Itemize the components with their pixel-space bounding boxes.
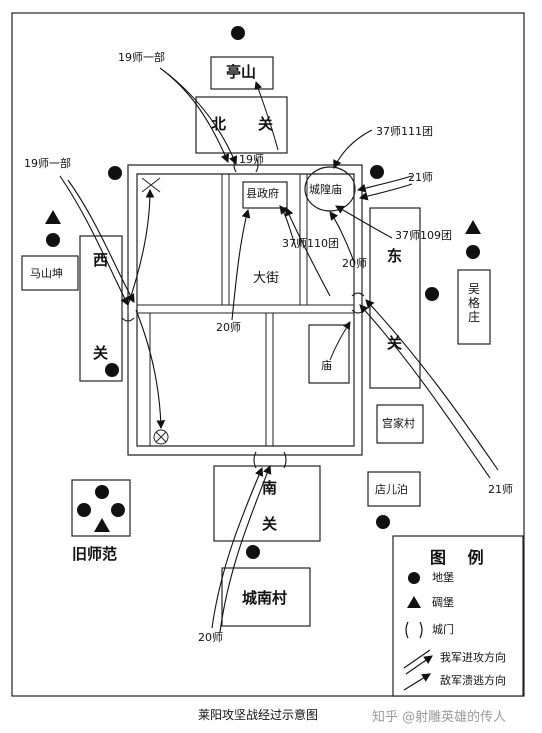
beiguan-block <box>195 96 288 154</box>
legend-retreat-icon <box>403 673 431 691</box>
gate-south <box>253 451 287 469</box>
unit-19-west: 19师一部 <box>24 157 71 170</box>
bunker-4 <box>46 233 60 247</box>
label-xiguan-1: 西 <box>93 251 109 269</box>
label-gongjiacun: 宫家村 <box>382 417 415 430</box>
watermark: 知乎 @射雕英雄的传人 <box>372 710 507 725</box>
miao-block <box>308 324 350 384</box>
blockhouse-2 <box>465 220 481 234</box>
legend-label-retreat: 敌军溃逃方向 <box>440 674 506 687</box>
unit-19-north: 19师一部 <box>118 51 165 64</box>
bunker-8 <box>376 515 390 529</box>
arrow-19-west <box>59 175 129 306</box>
label-mashankun: 马山坤 <box>30 267 63 280</box>
label-miao: 庙 <box>321 359 332 372</box>
unit-37-110: 37师110团 <box>282 237 339 250</box>
bunker-3 <box>370 165 384 179</box>
label-xianzhengfu: 县政府 <box>246 187 279 200</box>
legend-gate-icon <box>405 621 423 639</box>
marker-sw <box>153 429 169 445</box>
city-wall <box>127 164 363 456</box>
bunker-12 <box>111 503 125 517</box>
legend-title: 图 例 <box>430 548 492 567</box>
bunker-6 <box>425 287 439 301</box>
wugezhuang-block <box>457 269 491 345</box>
retreat-temple <box>329 321 351 361</box>
arrow-21-ne <box>356 175 413 193</box>
arrow-19-north-2 <box>167 73 238 166</box>
label-dongguan-1: 东 <box>387 247 403 265</box>
unit-37-111: 37师111团 <box>376 125 433 138</box>
xianzhengfu-block <box>242 181 288 209</box>
arrow-37-111 <box>333 129 373 169</box>
arrow-west-down <box>135 309 166 430</box>
chenghuangmiao-circle <box>304 166 356 212</box>
city-streets <box>137 174 354 446</box>
arrow-20-south <box>211 466 264 629</box>
label-nanguan-1: 南 <box>262 479 278 497</box>
arrow-west-up <box>127 188 155 306</box>
marker-nw <box>141 177 161 193</box>
arrow-20-south-2 <box>219 464 272 633</box>
legend-label-gate: 城门 <box>432 623 454 636</box>
arrow-21-ne-2 <box>358 183 413 201</box>
dianerbo-block <box>367 471 421 507</box>
arrow-20-center <box>231 208 251 321</box>
legend-attack-icon <box>403 650 432 675</box>
bunker-2 <box>108 166 122 180</box>
label-tingshan: 亭山 <box>226 63 257 81</box>
bunker-7 <box>105 363 119 377</box>
legend-label-bunker: 地堡 <box>432 571 454 584</box>
chengnancun-block <box>221 567 311 627</box>
label-beiguan-2: 关 <box>258 115 274 133</box>
arrow-21-se-2 <box>365 299 499 471</box>
unit-20-east: 20师 <box>342 257 367 270</box>
label-wugezhuang: 吴格庄 <box>467 282 480 324</box>
blockhouse-1 <box>45 210 61 224</box>
label-nanguan-2: 关 <box>262 515 278 533</box>
bunker-1 <box>231 26 245 40</box>
map-caption: 莱阳攻坚战经过示意图 <box>198 708 319 722</box>
label-jiushifan: 旧师范 <box>72 545 118 563</box>
jiushifan-block <box>71 479 131 537</box>
tingshan-block <box>210 56 274 90</box>
bunker-11 <box>77 503 91 517</box>
legend-bunker-icon <box>408 572 420 584</box>
arrow-37-110 <box>279 205 297 249</box>
unit-21-ne: 21师 <box>408 171 433 184</box>
unit-37-109: 37师109团 <box>395 229 452 242</box>
legend-blockhouse-icon <box>407 596 421 608</box>
label-chenghuangmiao: 城隍庙 <box>309 183 342 196</box>
gongjiacun-block <box>376 404 424 444</box>
unit-20-center: 20师 <box>216 321 241 334</box>
arrow-19-west-2 <box>67 179 135 303</box>
unit-21-se: 21师 <box>488 483 513 496</box>
blockhouse-3 <box>94 518 110 532</box>
label-beiguan-1: 北 <box>211 115 227 133</box>
dongguan-block <box>369 207 421 389</box>
arrow-20-east <box>329 211 355 263</box>
label-dianerbo: 店儿泊 <box>375 483 408 496</box>
bunker-10 <box>95 485 109 499</box>
label-xiguan-2: 关 <box>93 344 109 362</box>
map-frame <box>11 12 525 697</box>
legend-label-blockhouse: 碉堡 <box>432 596 454 609</box>
bunker-9 <box>246 545 260 559</box>
mashankun-block <box>21 255 79 291</box>
arrow-20-center-2 <box>285 206 331 297</box>
label-chengnancun: 城南村 <box>242 589 288 607</box>
unit-20-south: 20师 <box>198 631 223 644</box>
arrow-37-109 <box>335 205 393 239</box>
legend-box <box>392 535 524 697</box>
label-dongguan-2: 关 <box>387 334 403 352</box>
bunker-5 <box>466 245 480 259</box>
retreat-north <box>254 81 279 151</box>
arrow-21-se <box>359 304 491 479</box>
legend-label-attack: 我军进攻方向 <box>440 651 506 664</box>
label-dajie: 大街 <box>253 271 280 286</box>
unit-19: 19师 <box>239 153 264 166</box>
